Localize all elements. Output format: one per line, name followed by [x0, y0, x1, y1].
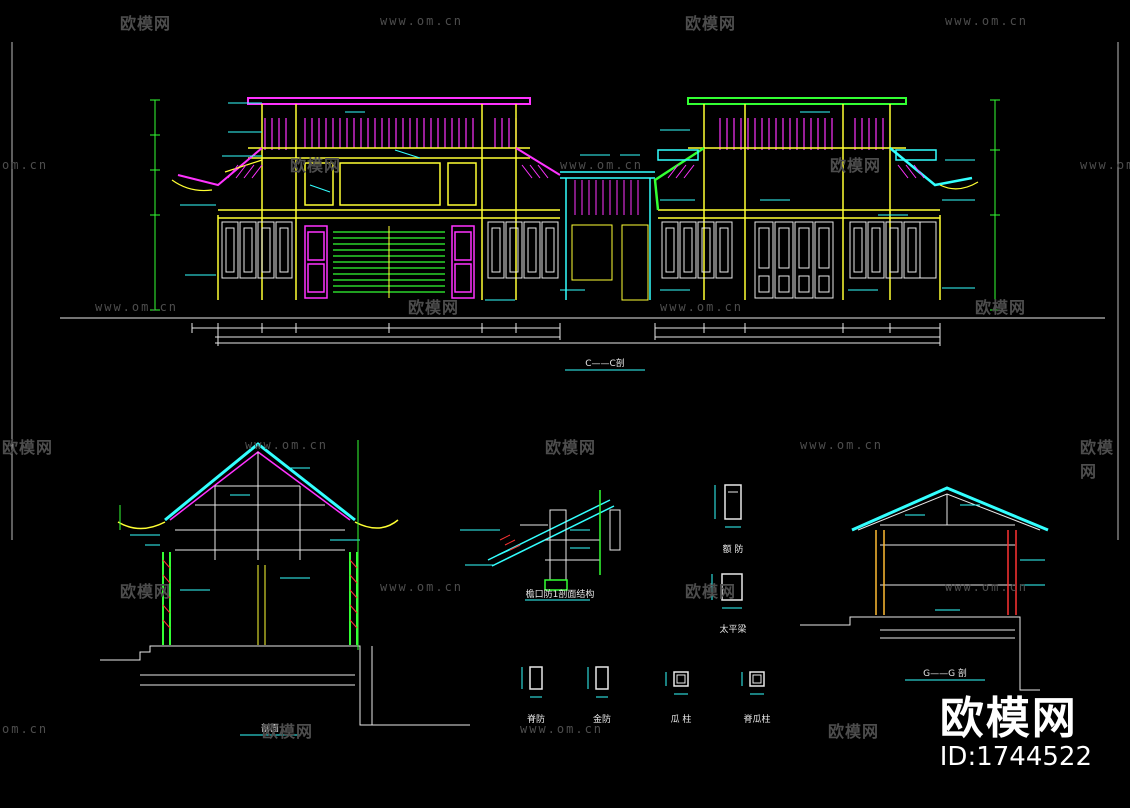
watermark-url: www.om.cn — [660, 300, 744, 314]
callout-leaders — [180, 102, 975, 301]
watermark-brand: 欧模网 — [545, 438, 597, 457]
watermark-brand: 欧模网 — [408, 298, 460, 317]
watermark-url: www.om.cn — [945, 580, 1029, 594]
section-side-title: 剖面 — [261, 722, 279, 734]
watermark-brand: 欧模网 — [120, 14, 172, 33]
watermark-brand: 欧模网 — [685, 14, 737, 33]
watermark-url: www.om.cn — [245, 438, 329, 452]
part-ji-fang: 脊防 — [521, 666, 545, 725]
part-taiping: 太平梁 — [711, 573, 747, 635]
watermark-url: www.om.cn — [380, 14, 464, 28]
part-ji-gua-zhu-label: 脊瓜柱 — [743, 713, 770, 725]
watermark-brand: 欧模网 — [830, 156, 882, 175]
part-gua-zhu: 瓜 柱 — [665, 671, 692, 725]
section-cc-title: C——C剖 — [585, 357, 625, 369]
brand-logo: 欧模网 ID:1744522 — [939, 693, 1092, 773]
watermark-url: om.cn — [2, 158, 49, 172]
watermark-brand: 欧模网 — [120, 582, 172, 601]
brand-name: 欧模网 — [939, 693, 1078, 744]
left-lattice-windows — [221, 221, 559, 279]
left-roof-rafters — [264, 118, 517, 150]
watermark-url: om.cn — [2, 722, 49, 736]
watermark-brand: 欧模网 — [262, 722, 314, 741]
detail-eave: 檐口防1剖面结构 — [460, 490, 621, 601]
watermark-url: www.om.cn — [560, 158, 644, 172]
watermark-url: www.om.cn — [945, 14, 1029, 28]
watermark-url: www.om.cn — [95, 300, 179, 314]
part-e-fang: 额 防 — [714, 484, 744, 555]
watermark-brand: 欧模网 — [290, 156, 342, 175]
section-gg-title: G——G 剖 — [923, 667, 967, 679]
watermark-brand: 欧模网 — [975, 298, 1027, 317]
detail-eave-title: 檐口防1剖面结构 — [526, 588, 595, 600]
watermark-brand: 欧模网 — [828, 722, 880, 741]
part-e-fang-label: 额 防 — [723, 543, 744, 555]
section-side: 剖面 — [100, 440, 470, 736]
watermark-brand: 欧模网 — [2, 438, 54, 457]
watermark-url: www.om.cn — [380, 580, 464, 594]
section-cc: C——C剖 — [60, 97, 1105, 371]
watermark-brand: 欧模网 — [1080, 438, 1115, 481]
watermark-url: www.om.cn — [1080, 158, 1130, 172]
part-taiping-label: 太平梁 — [719, 623, 746, 635]
drawing-frame — [11, 42, 1119, 540]
cc-dimensions — [191, 323, 941, 346]
right-lattice-windows — [661, 221, 937, 299]
part-jin-fang-label: 金防 — [593, 713, 611, 725]
brand-id: ID:1744522 — [939, 742, 1092, 772]
part-gua-zhu-label: 瓜 柱 — [671, 713, 692, 725]
part-jin-fang: 金防 — [587, 666, 611, 725]
watermark-url: www.om.cn — [800, 438, 884, 452]
watermark-brand: 欧模网 — [685, 582, 737, 601]
right-roof-rafters — [719, 118, 884, 150]
part-ji-gua-zhu: 脊瓜柱 — [741, 671, 771, 725]
watermark-url: www.om.cn — [520, 722, 604, 736]
section-gg: G——G 剖 — [800, 486, 1049, 691]
part-ji-fang-label: 脊防 — [527, 713, 545, 725]
